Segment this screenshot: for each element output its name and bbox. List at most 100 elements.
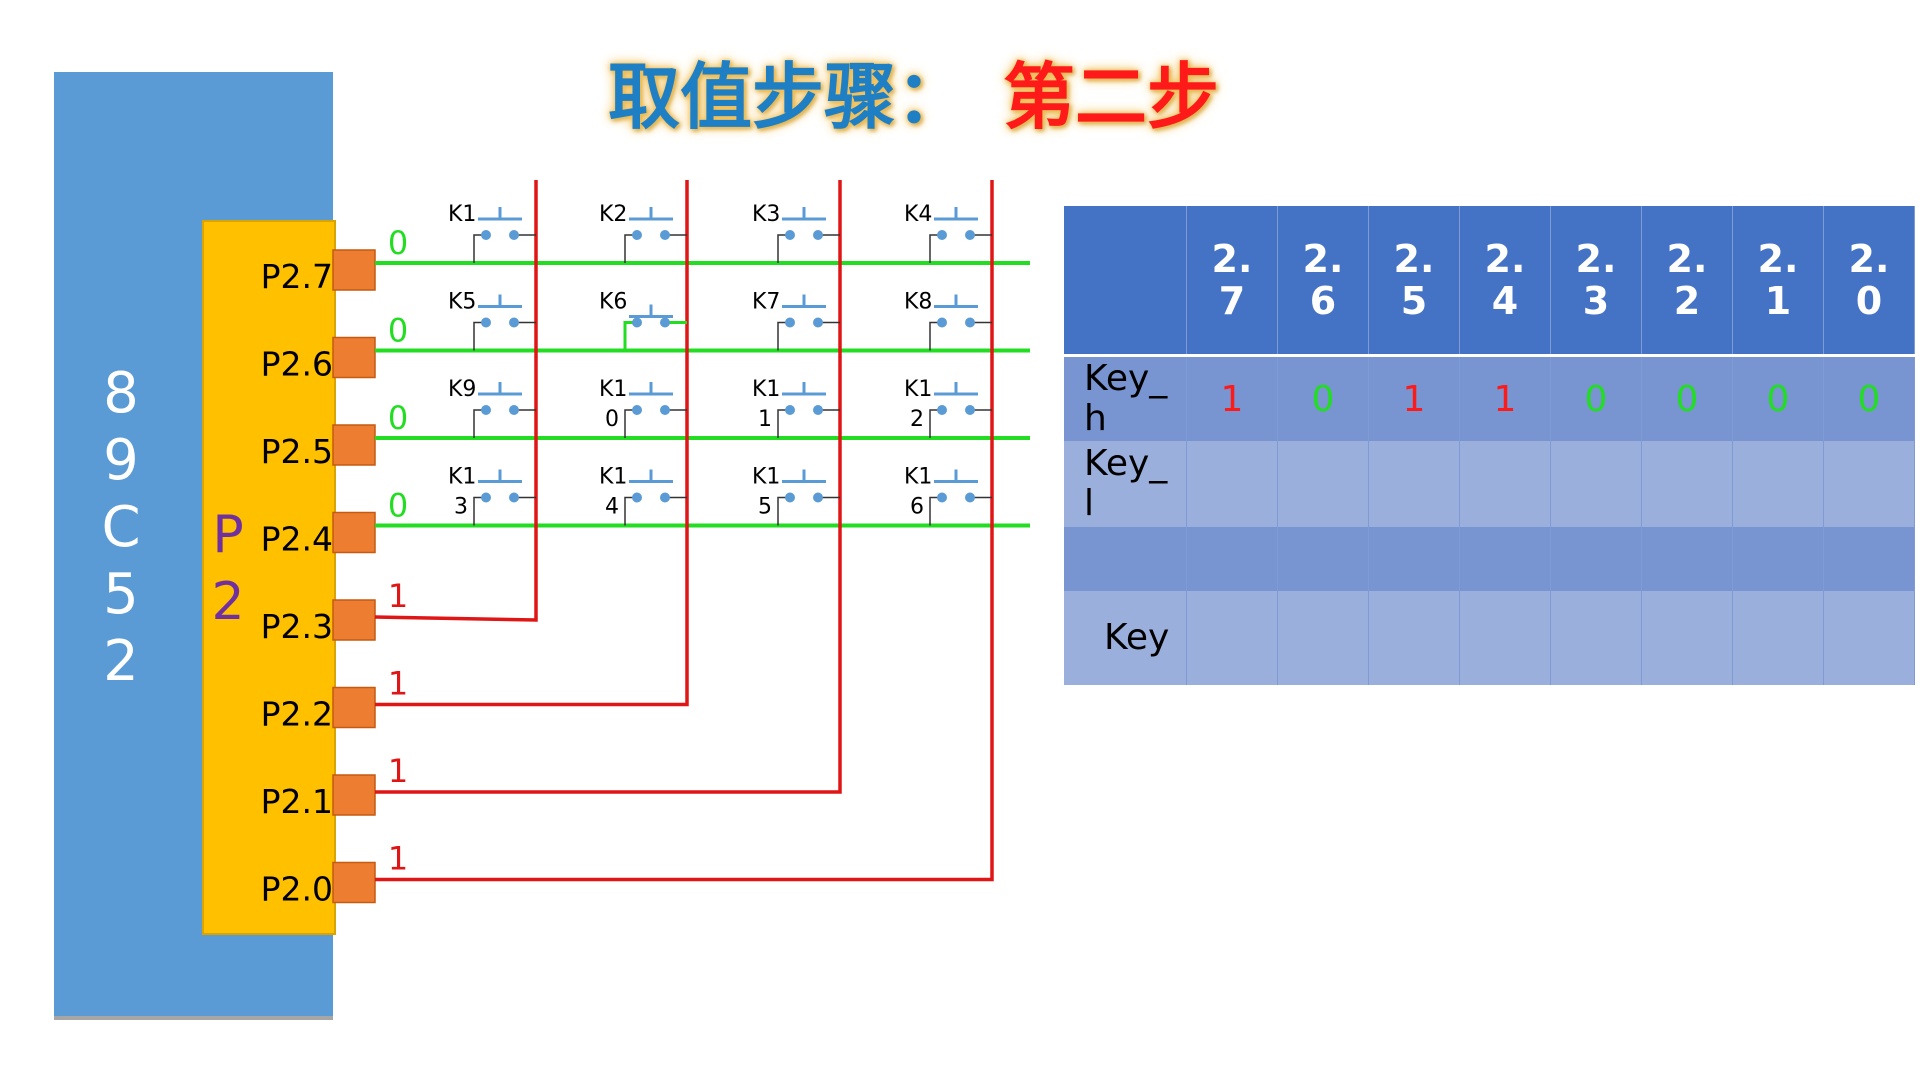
key-switch: K16 bbox=[904, 465, 992, 526]
key-label: K2 bbox=[599, 202, 627, 227]
switch-contact bbox=[481, 230, 491, 240]
key-switch: K15 bbox=[752, 465, 840, 526]
pin-label: P2.1 bbox=[261, 782, 333, 821]
pin-label: P2.6 bbox=[261, 345, 333, 384]
table-row bbox=[1064, 527, 1915, 591]
table-cell: 1 bbox=[1186, 355, 1278, 441]
switch-contact bbox=[965, 492, 975, 503]
table-cell bbox=[1459, 527, 1551, 591]
switch-lead bbox=[473, 234, 484, 263]
table-cell bbox=[1368, 591, 1460, 685]
key-label: 5 bbox=[758, 495, 772, 520]
chip-shadow bbox=[54, 1016, 333, 1020]
chip-label-char: C bbox=[101, 495, 140, 560]
key-switch: K6 bbox=[599, 290, 687, 351]
switch-contact bbox=[509, 492, 519, 503]
bit-value: 0 bbox=[1857, 378, 1881, 420]
table-cell bbox=[1550, 527, 1642, 591]
pin-level-label: 1 bbox=[388, 752, 408, 790]
table-cell: 0 bbox=[1823, 355, 1915, 441]
bit-value: 0 bbox=[1584, 378, 1608, 420]
pin-label: P2.7 bbox=[261, 257, 333, 296]
table-row-label: Key bbox=[1064, 591, 1187, 685]
switch-lead bbox=[929, 409, 940, 438]
bit-value: 1 bbox=[1220, 378, 1244, 420]
table-row-label bbox=[1064, 527, 1187, 591]
key-label: K9 bbox=[448, 377, 476, 402]
pin-pad bbox=[332, 861, 376, 904]
pin-level-label: 0 bbox=[388, 312, 408, 350]
port-block bbox=[202, 220, 336, 935]
table-header-cell: 2.5 bbox=[1368, 206, 1460, 357]
bit-value: 0 bbox=[1766, 378, 1790, 420]
bit-value: 0 bbox=[1311, 378, 1335, 420]
switch-contact bbox=[481, 405, 491, 415]
key-switch: K10 bbox=[599, 377, 687, 438]
key-label: K1 bbox=[599, 377, 627, 402]
switch-contact bbox=[813, 492, 823, 503]
key-switch: K2 bbox=[599, 202, 687, 263]
bit-value: 1 bbox=[1493, 378, 1517, 420]
switch-contact bbox=[632, 317, 642, 328]
title-step: 第二步 bbox=[1003, 55, 1220, 139]
table-cell: 1 bbox=[1368, 355, 1460, 441]
key-switch: K9 bbox=[448, 377, 536, 438]
switch-contact bbox=[965, 405, 975, 415]
chip-label-char: 9 bbox=[103, 428, 139, 493]
table-cell bbox=[1823, 441, 1915, 527]
table-cell bbox=[1368, 441, 1460, 527]
table-header-cell: 2.3 bbox=[1550, 206, 1642, 357]
table-cell bbox=[1823, 591, 1915, 685]
switch-contact bbox=[660, 317, 670, 328]
table-cell bbox=[1186, 527, 1278, 591]
switch-contact bbox=[937, 405, 947, 415]
column-line bbox=[375, 180, 689, 707]
table-cell bbox=[1368, 527, 1460, 591]
bit-value: 1 bbox=[1402, 378, 1426, 420]
chip-label-char: 8 bbox=[103, 361, 139, 426]
table-cell bbox=[1641, 441, 1733, 527]
key-label: K1 bbox=[752, 377, 780, 402]
table-cell bbox=[1459, 441, 1551, 527]
switch-contact bbox=[509, 405, 519, 415]
switch-lead bbox=[473, 409, 484, 438]
column-line bbox=[375, 180, 842, 794]
key-switch: K4 bbox=[904, 202, 992, 263]
switch-lead bbox=[929, 321, 940, 351]
pin-level-label: 0 bbox=[388, 224, 408, 262]
switch-lead bbox=[473, 321, 484, 351]
key-switch: K13 bbox=[448, 465, 536, 526]
switch-contact bbox=[660, 492, 670, 503]
table-cell bbox=[1732, 591, 1824, 685]
table-cell bbox=[1186, 441, 1278, 527]
switch-contact bbox=[785, 230, 795, 240]
switch-contact bbox=[660, 230, 670, 240]
pin-pad bbox=[332, 424, 376, 466]
switch-contact bbox=[509, 317, 519, 328]
table-cell bbox=[1277, 527, 1369, 591]
port-label-char: P bbox=[212, 505, 243, 565]
key-label: K1 bbox=[904, 377, 932, 402]
pin-label: P2.3 bbox=[261, 607, 333, 646]
key-label: 1 bbox=[758, 407, 772, 432]
table-cell bbox=[1823, 527, 1915, 591]
pin-label: P2.2 bbox=[261, 695, 333, 734]
switch-contact bbox=[481, 317, 491, 328]
table-corner-cell bbox=[1064, 206, 1187, 357]
pin-label: P2.0 bbox=[261, 870, 333, 909]
key-label: K1 bbox=[599, 465, 627, 490]
switch-lead bbox=[929, 496, 940, 526]
pin-label: P2.4 bbox=[261, 520, 333, 559]
pin-level-label: 0 bbox=[388, 487, 408, 525]
pin-level-label: 1 bbox=[388, 665, 408, 703]
table-row: Key bbox=[1064, 591, 1915, 685]
pins: P2.7P2.6P2.5P2.4P2.3P2.2P2.1P2.0 bbox=[261, 249, 376, 909]
key-label: K8 bbox=[904, 290, 932, 315]
switch-contact bbox=[785, 492, 795, 503]
chip-label-char: 5 bbox=[103, 562, 139, 627]
chip-label-char: 2 bbox=[103, 629, 139, 694]
pin-pad bbox=[332, 686, 376, 729]
